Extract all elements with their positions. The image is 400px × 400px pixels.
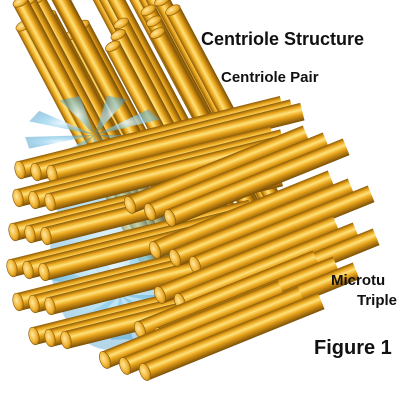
microtubule xyxy=(99,280,285,369)
diagram-title: Centriole Structure xyxy=(201,29,365,49)
microtubule xyxy=(169,178,355,267)
microtubule xyxy=(139,292,325,381)
microtubule xyxy=(144,132,330,221)
radial-spoke xyxy=(60,95,95,135)
microtubule-label-line1: Microtu xyxy=(331,272,386,289)
radial-spoke xyxy=(95,95,127,135)
radial-spoke xyxy=(29,110,96,135)
centriole-pair-label: Centriole Pair xyxy=(221,69,319,86)
radial-spoke xyxy=(25,135,95,149)
microtubule xyxy=(149,170,335,259)
microtubule-label-line2: Triple xyxy=(357,292,398,309)
microtubule xyxy=(154,215,340,304)
microtubule xyxy=(119,286,305,375)
microtubule xyxy=(124,125,310,214)
horizontal-centriole xyxy=(6,95,380,381)
microtubule xyxy=(164,138,350,227)
radial-spoke xyxy=(95,109,160,135)
figure-number: Figure 1 xyxy=(314,337,392,359)
microtubule xyxy=(44,132,295,212)
microtubule xyxy=(134,250,320,339)
